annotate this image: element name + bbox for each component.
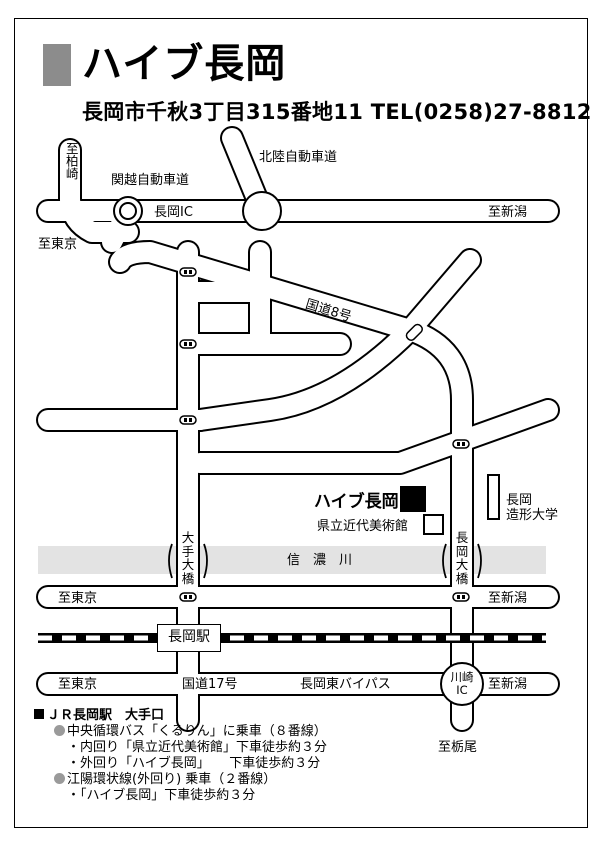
- to-tokyo-top-label: 至東京: [38, 237, 78, 252]
- design-univ-marker: [487, 474, 500, 520]
- to-niigata-mid-label: 至新潟: [488, 591, 528, 606]
- to-kashiwazaki-label: 至柏崎: [63, 142, 79, 180]
- museum-marker: [423, 514, 444, 535]
- title-accent-bar: [43, 44, 71, 86]
- design-univ-label: 長岡造形大学: [506, 493, 559, 523]
- access-info: ＪＲ長岡駅 大手口 中央循環バス「くるりん」に乗車（８番線） ・内回り「県立近代…: [34, 708, 327, 804]
- bus-route-1-outer: ・外回り「ハイブ長岡」 下車徒歩約３分: [67, 756, 321, 771]
- bullet-icon: [54, 725, 65, 736]
- jr-railway: [38, 633, 546, 643]
- to-niigata-bottom-label: 至新潟: [488, 677, 528, 692]
- nagaoka-station: 長岡駅: [157, 624, 221, 652]
- hokuriku-jct-circle: [242, 191, 282, 231]
- address-line: 長岡市千秋3丁目315番地11 TEL(0258)27-8812: [82, 100, 592, 124]
- shinano-river-label: 信 濃 川: [287, 553, 353, 568]
- nagaoka-bridge-label: 長岡大橋: [455, 530, 469, 586]
- hive-nagaoka-label: ハイブ長岡: [314, 492, 399, 512]
- to-tochio-label: 至栃尾: [438, 740, 478, 755]
- nagaoka-ic-label: 長岡IC: [154, 205, 193, 220]
- route17-label: 国道17号: [182, 677, 238, 692]
- bus-route-1-inner: ・内回り「県立近代美術館」下車徒歩約３分: [67, 740, 328, 755]
- to-tokyo-bottom-label: 至東京: [58, 677, 98, 692]
- bullet-icon: [54, 773, 65, 784]
- kawasaki-ic-circle: [440, 662, 484, 706]
- ote-bridge-label: 大手大橋: [181, 530, 195, 586]
- to-niigata-top-label: 至新潟: [488, 205, 528, 220]
- kanetsu-expressway-label: 関越自動車道: [111, 173, 190, 188]
- page-title: ハイブ長岡: [82, 41, 287, 87]
- bypass-label: 長岡東バイパス: [300, 677, 391, 692]
- bus-route-2-stop: ・「ハイブ長岡」下車徒歩約３分: [67, 788, 256, 803]
- to-tokyo-mid-label: 至東京: [58, 591, 98, 606]
- museum-label: 県立近代美術館: [317, 519, 409, 534]
- bus-route-1: 中央循環バス「くるりん」に乗車（８番線）: [54, 724, 327, 740]
- hive-nagaoka-marker: [400, 486, 426, 512]
- hokuriku-expressway-label: 北陸自動車道: [259, 150, 338, 165]
- bus-route-2: 江陽環状線(外回り) 乗車（２番線）: [54, 772, 327, 788]
- access-heading: ＪＲ長岡駅 大手口: [34, 708, 327, 724]
